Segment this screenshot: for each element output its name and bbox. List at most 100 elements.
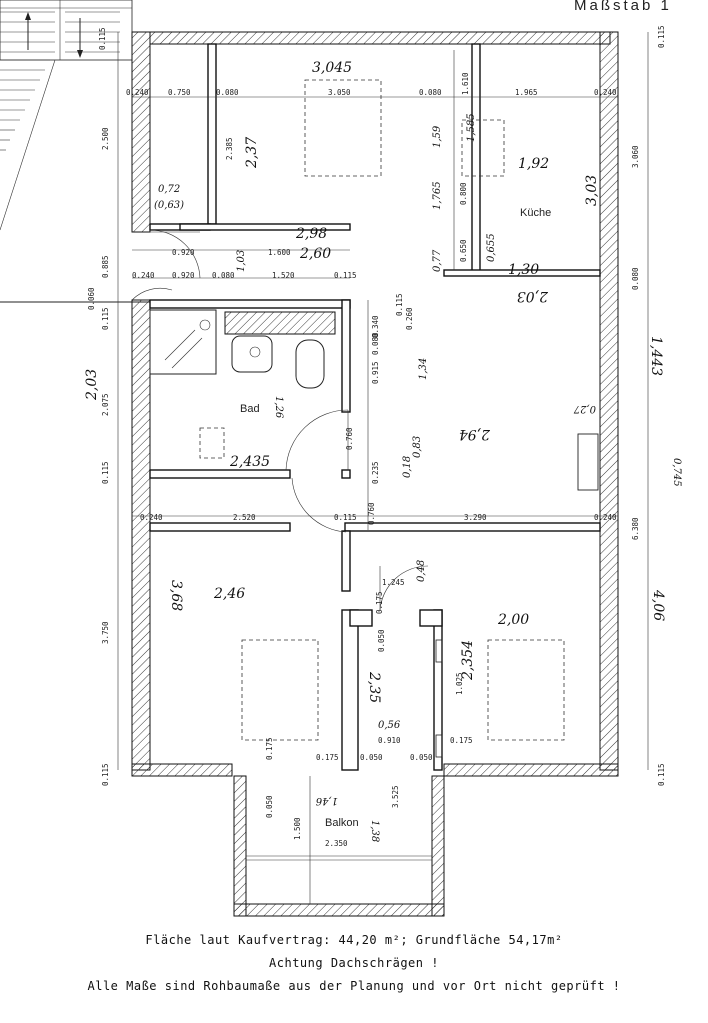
handwritten-note: 2,94 xyxy=(459,426,491,442)
dim-label: 0.115 xyxy=(334,513,357,522)
footer-warning-note: Achtung Dachschrägen ! xyxy=(269,956,439,970)
dim-label: 0.115 xyxy=(101,461,110,484)
dim-label: 0.175 xyxy=(316,753,339,762)
dim-label: 3.050 xyxy=(328,88,351,97)
dim-label: 0.080 xyxy=(216,88,239,97)
handwritten-note: 1,34 xyxy=(418,358,429,380)
handwritten-note: 2,35 xyxy=(366,671,382,703)
dim-label: 0.080 xyxy=(212,271,235,280)
dim-label: 1.245 xyxy=(382,578,405,587)
handwritten-note: (0,63) xyxy=(154,200,184,211)
handwritten-note: 1,765 xyxy=(432,181,443,210)
dim-label: 2.350 xyxy=(325,839,348,848)
handwritten-note: 0,18 xyxy=(402,456,413,478)
dim-label: 0.240 xyxy=(594,88,617,97)
outer-walls xyxy=(131,31,619,917)
dim-label: 2.385 xyxy=(225,137,234,160)
room-label-kueche: Küche xyxy=(520,207,551,219)
dim-label: 0.175 xyxy=(265,737,274,760)
dim-label: 1.965 xyxy=(515,88,538,97)
handwritten-annotations: 3,045 2,37 0,72 (0,63) 2,98 2,60 1,03 1,… xyxy=(84,60,682,842)
footer-disclaimer-note: Alle Maße sind Rohbaumaße aus der Planun… xyxy=(87,979,621,993)
handwritten-note: 1,30 xyxy=(508,262,539,278)
handwritten-note: 2,354 xyxy=(460,640,476,681)
dim-label: 0.115 xyxy=(98,27,107,50)
dim-label: 0.115 xyxy=(395,293,404,316)
handwritten-note: 0,83 xyxy=(412,436,423,458)
dim-label: 1.610 xyxy=(461,72,470,95)
dim-label: 0.115 xyxy=(657,763,666,786)
dim-label: 0.760 xyxy=(345,427,354,450)
dim-label: 0.080 xyxy=(631,267,640,290)
handwritten-note: 2,37 xyxy=(244,137,260,169)
bathroom-fixtures xyxy=(149,309,349,471)
doors xyxy=(131,229,443,758)
handwritten-note: 1,26 xyxy=(273,396,284,419)
handwritten-note: 0,48 xyxy=(416,560,427,582)
handwritten-note: 2,03 xyxy=(84,369,100,401)
dim-label: 0.060 xyxy=(87,287,96,310)
handwritten-note: 2,60 xyxy=(299,246,331,262)
dim-label: 3.750 xyxy=(101,621,110,644)
handwritten-note: 0,56 xyxy=(378,720,401,731)
dim-label: 2.500 xyxy=(101,127,110,150)
dim-label: 0.885 xyxy=(101,255,110,278)
dim-label: 0.650 xyxy=(459,239,468,262)
dim-label: 0.240 xyxy=(594,513,617,522)
dim-label: 3.290 xyxy=(464,513,487,522)
dim-label: 0.175 xyxy=(375,591,384,614)
dim-label: 0.115 xyxy=(101,763,110,786)
dim-label: 1.520 xyxy=(272,271,295,280)
room-label-bad: Bad xyxy=(240,403,260,415)
handwritten-note: 1,585 xyxy=(466,113,477,142)
interior-walls xyxy=(149,43,601,771)
dim-label: 3.060 xyxy=(631,145,640,168)
dim-label: 0.240 xyxy=(132,271,155,280)
handwritten-note: 2,46 xyxy=(213,586,245,602)
scale-label: Maßstab 1 xyxy=(574,0,672,14)
handwritten-note: 1,38 xyxy=(369,820,380,842)
handwritten-note: 1,59 xyxy=(432,125,443,148)
dim-label: 0.340 xyxy=(371,315,380,338)
handwritten-note: 3,68 xyxy=(168,580,184,611)
dim-label: 6.380 xyxy=(631,517,640,540)
dim-label: 0.760 xyxy=(367,502,376,525)
dim-label: 0.115 xyxy=(334,271,357,280)
handwritten-note: 1,443 xyxy=(648,336,664,376)
dim-label: 0.800 xyxy=(459,182,468,205)
dim-label: 0.910 xyxy=(378,736,401,745)
dim-label: 2.520 xyxy=(233,513,256,522)
dim-label: 0.175 xyxy=(450,736,473,745)
dim-label: 0.915 xyxy=(371,361,380,384)
furniture-outlines xyxy=(241,79,599,741)
footer-area-note: Fläche laut Kaufvertrag: 44,20 m²; Grund… xyxy=(145,933,563,947)
room-label-balkon: Balkon xyxy=(325,817,359,829)
handwritten-note: 2,435 xyxy=(229,454,270,470)
handwritten-note: 2,00 xyxy=(497,612,529,628)
staircase xyxy=(0,0,150,303)
handwritten-note: 2,03 xyxy=(517,288,549,304)
dim-label: 0.115 xyxy=(101,307,110,330)
dim-label: 0.080 xyxy=(371,332,380,355)
dim-label: 1.600 xyxy=(268,248,291,257)
dim-label: 0.115 xyxy=(657,25,666,48)
dim-label: 0.920 xyxy=(172,271,195,280)
dim-label: 0.050 xyxy=(265,795,274,818)
dim-label: 0.235 xyxy=(371,461,380,484)
handwritten-note: 1,03 xyxy=(236,250,247,272)
handwritten-note: 0,72 xyxy=(158,184,180,195)
handwritten-note: 0,77 xyxy=(432,249,443,272)
dim-label: 0.240 xyxy=(126,88,149,97)
dim-label: 0.050 xyxy=(377,629,386,652)
dim-label: 0.050 xyxy=(360,753,383,762)
dim-label: 2.075 xyxy=(101,393,110,416)
dim-label: 0.260 xyxy=(405,307,414,330)
dim-label: 0.750 xyxy=(168,88,191,97)
dim-label: 0.240 xyxy=(140,513,163,522)
handwritten-note: 4,06 xyxy=(650,589,666,621)
dim-label: 0.080 xyxy=(419,88,442,97)
balcony-area xyxy=(246,776,432,904)
dim-label: 0.050 xyxy=(410,753,433,762)
dim-label: 0.920 xyxy=(172,248,195,257)
